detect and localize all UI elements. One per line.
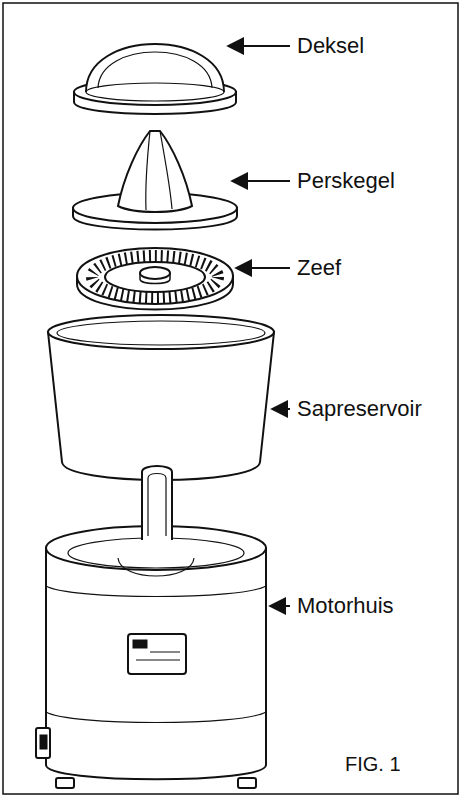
- part-label: Motorhuis: [295, 593, 396, 619]
- part-label: Perskegel: [295, 168, 397, 194]
- part-label: Deksel: [295, 33, 366, 59]
- figure-caption: FIG. 1: [345, 752, 401, 776]
- part-label: Zeef: [295, 255, 343, 281]
- part-label: Sapreservoir: [295, 396, 424, 422]
